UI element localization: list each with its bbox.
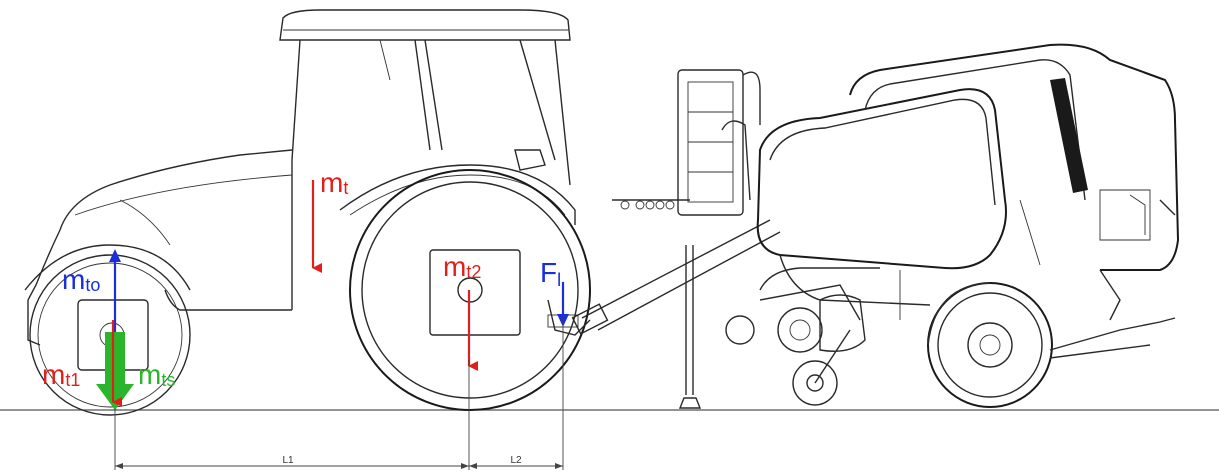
label-mt2: mt2 (443, 251, 481, 282)
force-arrow-mto-head (109, 249, 121, 262)
dimension-lines (114, 318, 564, 470)
label-mt1: mt1 (42, 359, 80, 390)
label-mts-sub: ts (161, 370, 175, 390)
label-mto: mto (62, 264, 100, 295)
label-mto-sub: to (85, 275, 100, 295)
label-F-sub: l (557, 270, 561, 290)
label-mt-main: m (320, 167, 343, 198)
label-mt-sub: t (343, 178, 348, 198)
dimension-label-L2: L2 (510, 455, 522, 466)
label-mt2-main: m (443, 251, 466, 282)
force-arrow-mts (105, 332, 125, 384)
dimension-label-L1: L1 (282, 455, 294, 466)
label-mto-main: m (62, 264, 85, 295)
label-F-main: F (540, 257, 557, 288)
label-F: Fl (540, 257, 561, 290)
baler (571, 43, 1180, 409)
label-mts: mts (138, 359, 175, 390)
tractor (24, 9, 591, 416)
label-mt2-sub: t2 (466, 262, 481, 282)
label-mts-main: m (138, 359, 161, 390)
label-mt1-sub: t1 (65, 370, 80, 390)
label-mt1-main: m (42, 359, 65, 390)
label-mt: mt (320, 167, 348, 198)
